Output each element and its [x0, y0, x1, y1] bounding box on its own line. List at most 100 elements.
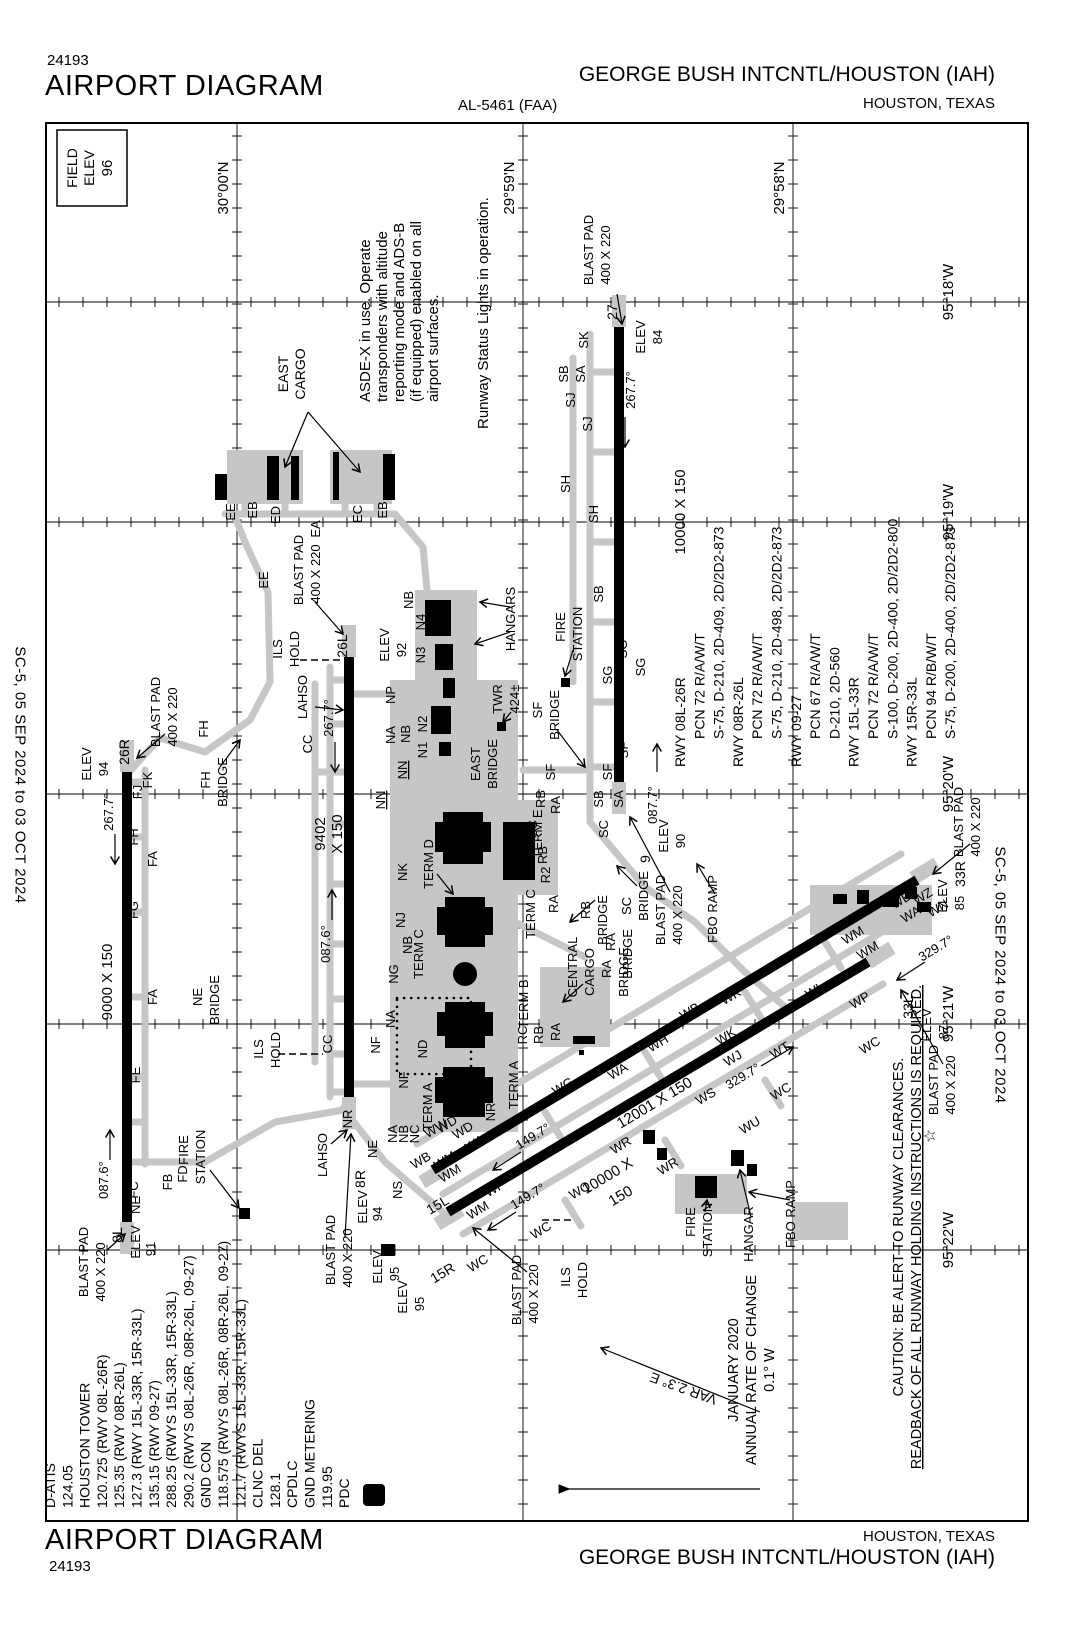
- diagram-label: EAST: [468, 747, 483, 781]
- taxiway: [231, 513, 274, 686]
- frequency-line: 121.7 (RWYS 15L-33R, 15R-33L): [232, 1299, 248, 1508]
- diagram-label: NF: [396, 1071, 411, 1088]
- diagram-label: 8R: [352, 1170, 368, 1188]
- annotation-arrow: [562, 649, 574, 678]
- diagram-label: TERM C: [523, 889, 538, 939]
- annotation-arrow: [696, 862, 716, 895]
- diagram-label: BRIDGE: [636, 871, 651, 921]
- diagram-label: NB: [398, 725, 413, 743]
- diagram-label: TERM E: [530, 809, 545, 858]
- diagram-label: BLAST PAD: [581, 215, 596, 285]
- diagram-label: N1: [415, 742, 430, 759]
- latitude-label: 29°58'N: [771, 161, 788, 214]
- diagram-label: TWR: [490, 684, 505, 714]
- annotation-arrow: [436, 873, 454, 896]
- diagram-label: FJ: [130, 785, 145, 799]
- diagram-label: 400 X 220: [340, 1228, 355, 1287]
- diagram-label: BLAST PAD: [653, 875, 668, 945]
- diagram-label: 90: [673, 834, 688, 848]
- longitude-label: 95°18'W: [940, 263, 957, 320]
- diagram-label: 267.7°: [623, 371, 638, 409]
- building: [747, 1164, 757, 1176]
- diagram-label: TERM D: [421, 839, 436, 889]
- building: [643, 1130, 655, 1144]
- airport-name-top: GEORGE BUSH INTCNTL/HOUSTON (IAH): [578, 63, 995, 86]
- building: [383, 454, 395, 500]
- frequency-line: CPDLC: [284, 1461, 300, 1508]
- diagram-label: SG: [633, 658, 648, 677]
- diagram-label: NE: [365, 1140, 380, 1158]
- annotation-arrow: [330, 1128, 349, 1145]
- building: [883, 897, 899, 907]
- asdex-note: airport surfaces.: [425, 294, 442, 402]
- diagram-label: 150: [606, 1182, 636, 1209]
- diagram-label: 10000 X 150: [672, 469, 689, 554]
- diagram-label: NK: [395, 863, 410, 881]
- chart-number-top: 24193: [47, 52, 89, 69]
- diagram-label: BRIDGE: [215, 757, 230, 807]
- diagram-label: BLAST PAD: [323, 1215, 338, 1285]
- diagram-label: ED: [268, 506, 283, 524]
- diagram-label: HOLD: [268, 1032, 283, 1068]
- diagram-label: SF: [543, 764, 558, 781]
- latitude-label: 29°59'N: [501, 161, 518, 214]
- diagram-label: FH: [196, 720, 211, 737]
- diagram-label: N2: [415, 716, 430, 733]
- diagram-label: 400 X 220: [968, 797, 983, 856]
- diagram-label: TERM B: [516, 979, 531, 1028]
- diagram-label: SB: [591, 585, 606, 602]
- annotation-arrow: [556, 729, 586, 769]
- taxiway: [541, 1108, 565, 1142]
- diagram-label: NF: [368, 1036, 383, 1053]
- magvar-note: JANUARY 2020: [726, 1318, 742, 1421]
- chart-number-bottom: 24193: [49, 1558, 91, 1575]
- annotation-arrow: [473, 631, 511, 647]
- diagram-label: 9000 X 150: [99, 944, 116, 1021]
- airport-city-bottom: HOUSTON, TEXAS: [863, 1528, 995, 1545]
- building: [917, 902, 931, 912]
- diagram-label: RA: [599, 960, 614, 978]
- taxiway: [661, 1136, 685, 1170]
- diagram-label: 33R: [952, 861, 968, 887]
- diagram-label: RB: [578, 901, 593, 919]
- frequency-line: 127.3 (RWY 15L-33R, 15R-33L): [129, 1309, 145, 1508]
- diagram-label: 92: [394, 643, 409, 657]
- diagram-label: NC: [407, 1125, 422, 1144]
- diagram-label: FE: [128, 1066, 143, 1083]
- diagram-label: FBO RAMP: [783, 1180, 798, 1248]
- annotation-arrow: [135, 733, 166, 759]
- blast-pad: [120, 1222, 134, 1254]
- building: [437, 907, 445, 935]
- taxiway: [741, 988, 765, 1022]
- diagram-label: 400 X 220: [943, 1055, 958, 1114]
- building: [439, 742, 451, 756]
- taxiway: [511, 918, 589, 961]
- frequency-line: 118.575 (RWYS 08L-26R, 08R-26L, 09-27): [215, 1241, 231, 1508]
- diagram-label: 9: [637, 855, 653, 863]
- diagram-label: NP: [383, 686, 398, 704]
- diagram-label: FA: [145, 989, 160, 1005]
- longitude-label: 95°22'W: [940, 1211, 957, 1268]
- building: [435, 644, 453, 670]
- diagram-label: RC: [515, 1026, 530, 1045]
- diagram-label: ELEV: [919, 1008, 934, 1042]
- diagram-label: 329.7°: [916, 932, 956, 964]
- taxiway: [439, 913, 911, 1198]
- runway-info-line: D-210, 2D-560: [826, 647, 842, 739]
- diagram-label: 27: [604, 304, 620, 320]
- apron: [330, 450, 392, 504]
- frequency-line: PDC: [336, 1478, 352, 1508]
- diagram-label: NG: [386, 964, 401, 984]
- diagram-label: SJ: [563, 392, 578, 407]
- runway-info-line: PCN 72 R/A/W/T: [749, 633, 765, 739]
- runway-info-line: S-75, D-210, 2D-498, 2D/2D2-873: [769, 526, 785, 739]
- annotation-arrow: [700, 1198, 711, 1213]
- diagram-label: SA: [611, 585, 626, 603]
- diagram-label: NE: [190, 988, 205, 1006]
- effective-dates-left: SC-5, 05 SEP 2024 to 03 OCT 2024: [11, 646, 29, 904]
- diagram-label: LAHSO: [295, 675, 310, 719]
- taxiway: [391, 510, 431, 594]
- diagram-label: ND: [415, 1040, 430, 1059]
- diagram-label: RA: [603, 933, 618, 951]
- building: [485, 907, 493, 935]
